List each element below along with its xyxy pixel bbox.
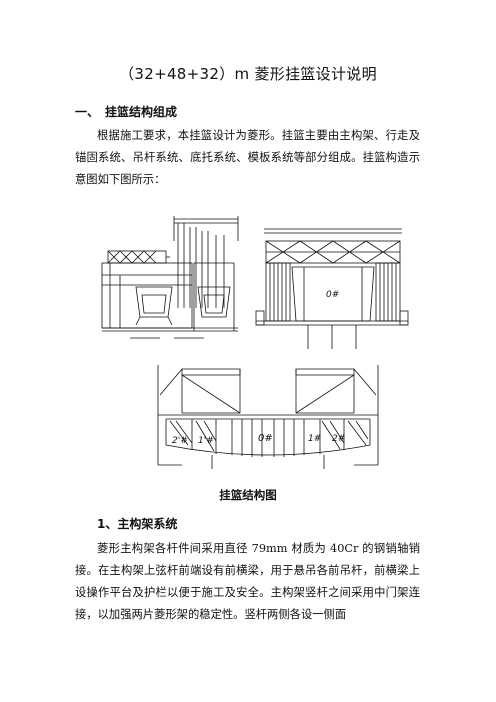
label-seg0-right: 0# [326,290,339,300]
main-frame-paragraph: 菱形主构架各杆件间采用直径 79mm 材质为 40Cr 的钢销轴销接。在主构架上… [75,542,420,621]
label-seg1-left: 1'# [198,436,214,446]
document-title: （32+48+32）m 菱形挂篮设计说明 [119,65,377,83]
intro-paragraph: 根据施工要求，本挂篮设计为菱形。挂篮主要由主构架、行走及锚固系统、吊杆系统、底托… [75,129,420,186]
figure-longitudinal-view: 2'# 1'# 0# 1# 2# [157,365,379,469]
subsection-heading-main-frame: 1、主构架系统 [97,517,178,531]
label-seg2-left: 2'# [172,436,188,446]
label-seg2-right: 2# [332,434,345,444]
section-number: 一、 [75,105,100,119]
label-seg0-bottom: 0# [258,433,273,444]
figure-caption: 挂篮结构图 [219,488,277,502]
label-seg1-right: 1# [308,434,321,444]
figure-side-elevation [101,216,239,339]
section-heading-text: 挂篮结构组成 [105,105,178,119]
figure-front-elevation: 0# [255,228,409,349]
section-heading-structure: 一、挂篮结构组成 [75,103,177,120]
